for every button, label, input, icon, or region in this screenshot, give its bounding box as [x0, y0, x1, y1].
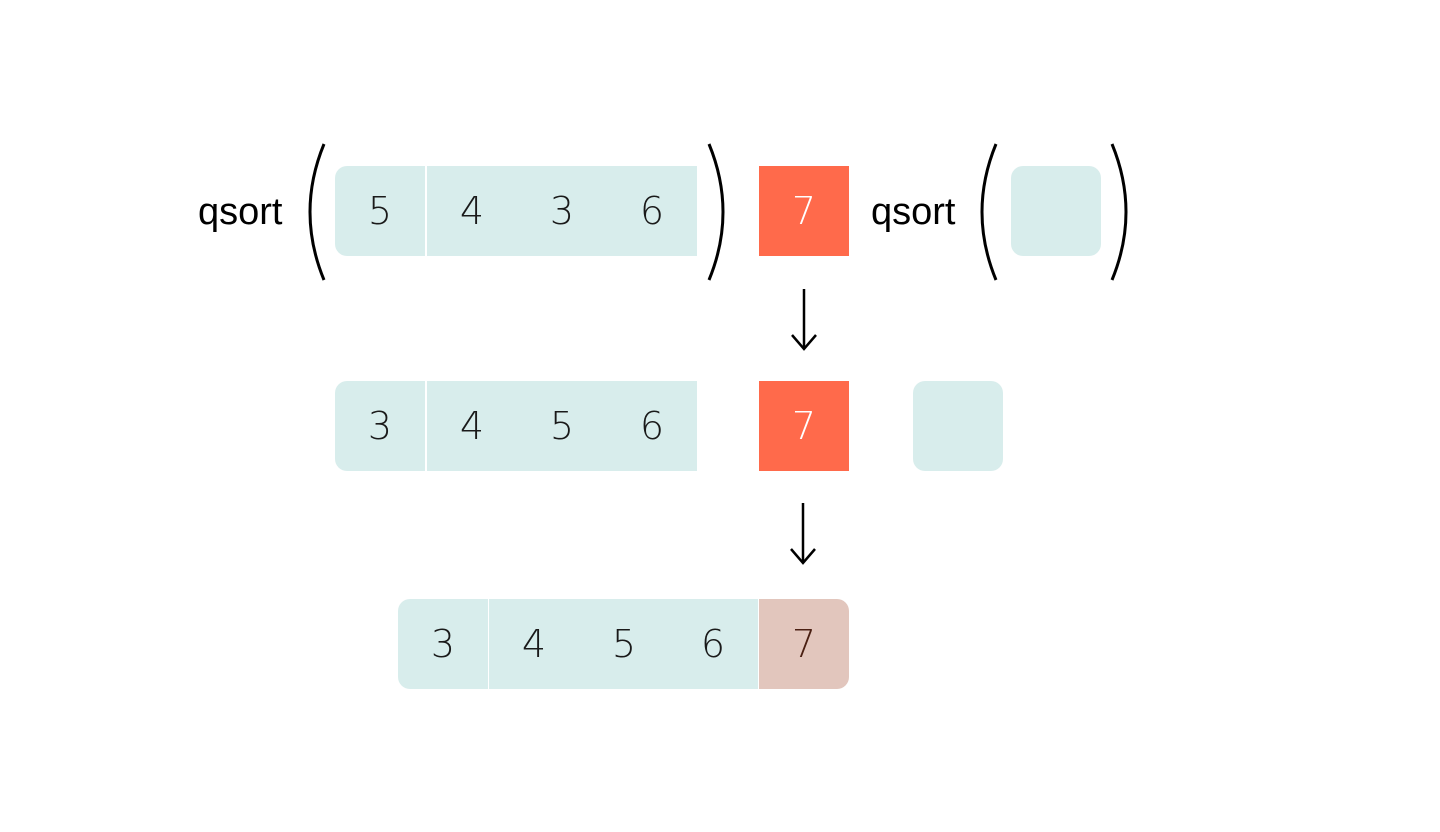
row1-cell-1: 5: [335, 166, 425, 256]
row2-cell-1: 3: [335, 381, 425, 471]
row1-pivot-cell: 7: [759, 166, 849, 256]
qsort-left-label: qsort: [198, 191, 283, 233]
row3-pivot-cell: 7: [759, 599, 849, 689]
row1-cell-2: 4: [427, 166, 517, 256]
row1-cell-4: 6: [607, 166, 697, 256]
row2-right-empty-cell: [913, 381, 1003, 471]
row3-cell-3: 5: [579, 599, 669, 689]
row3-cell-2: 4: [489, 599, 579, 689]
row2-cell-4: 6: [607, 381, 697, 471]
row2-pivot-cell: 7: [759, 381, 849, 471]
qsort-right-label: qsort: [871, 191, 956, 233]
row3-cell-4: 6: [668, 599, 758, 689]
left-paren-icon: [980, 143, 998, 281]
row2-cell-2: 4: [427, 381, 517, 471]
row1-right-empty-cell: [1011, 166, 1101, 256]
row3-cell-1: 3: [398, 599, 488, 689]
right-paren-icon: [707, 143, 725, 281]
left-paren-icon: [308, 143, 326, 281]
right-paren-icon: [1110, 143, 1128, 281]
row1-cell-3: 3: [517, 166, 607, 256]
down-arrow-icon: [790, 503, 816, 565]
row2-cell-3: 5: [517, 381, 607, 471]
down-arrow-icon: [791, 289, 817, 351]
